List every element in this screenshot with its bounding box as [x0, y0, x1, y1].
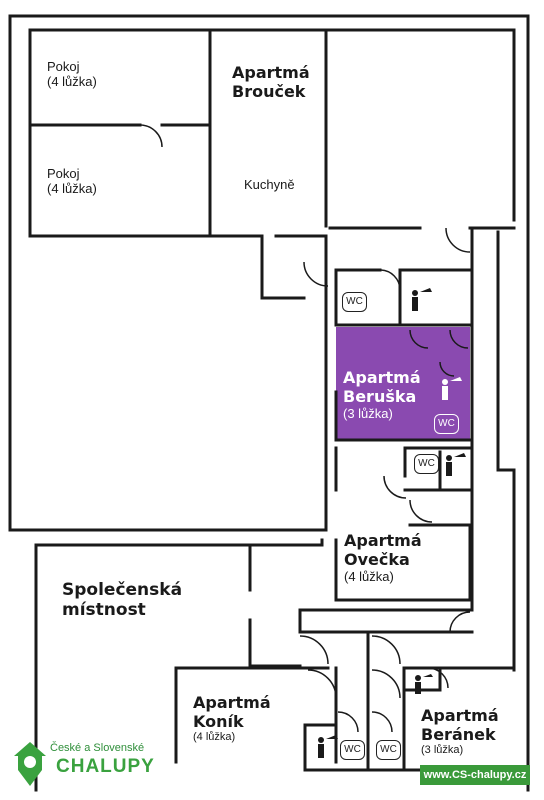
room-label-spolecenska: Společenská místnost	[62, 580, 183, 621]
walls	[8, 14, 530, 792]
shower-icon	[318, 735, 338, 758]
outer-wall	[8, 14, 530, 792]
brand-tagline: České a Slovenské	[50, 742, 145, 754]
brand-name: CHALUPY	[56, 756, 155, 777]
shower-icon	[412, 288, 432, 311]
room-label-beranek: Apartmá Beránek (3 lůžka)	[421, 706, 499, 757]
room-label-pokoj-top: Pokoj (4 lůžka)	[47, 59, 97, 89]
room-label-beruska: Apartmá Beruška (3 lůžka)	[343, 368, 421, 422]
room-label-ovecka: Apartmá Ovečka (4 lůžka)	[344, 531, 422, 585]
house-pin-logo-icon	[14, 742, 46, 786]
wc-badge: WC	[434, 414, 459, 434]
wc-badge: WC	[342, 292, 367, 312]
room-label-konik: Apartmá Koník (4 lůžka)	[193, 693, 271, 744]
wc-badge: WC	[376, 740, 401, 760]
brand-logo: České a Slovenské CHALUPY	[12, 738, 155, 796]
website-link[interactable]: www.CS-chalupy.cz	[420, 765, 530, 785]
wc-badge: WC	[414, 454, 439, 474]
shower-icon	[415, 674, 433, 694]
room-label-kuchyne: Kuchyně	[244, 177, 295, 192]
shower-icon	[446, 453, 466, 476]
room-label-pokoj-bottom: Pokoj (4 lůžka)	[47, 166, 97, 196]
shower-icon	[442, 377, 462, 400]
door-swings	[139, 124, 471, 733]
wc-badge: WC	[340, 740, 365, 760]
wall-pokoj-block	[28, 28, 212, 238]
room-label-broucek: Apartmá Brouček	[232, 63, 310, 102]
outer-wall-left	[8, 14, 328, 532]
apartment-beruska-highlight-lower	[336, 327, 420, 440]
